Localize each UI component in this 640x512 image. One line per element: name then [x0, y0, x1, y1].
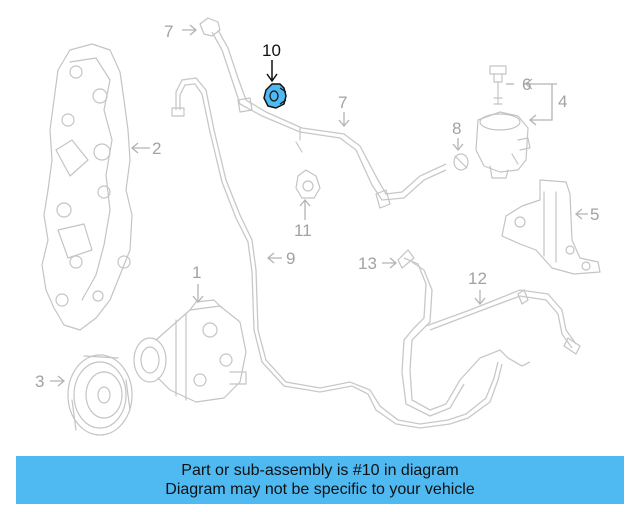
- callout-8-top: 7: [164, 22, 173, 41]
- info-banner: Part or sub-assembly is #10 in diagram D…: [16, 456, 624, 504]
- pulley-part-3: [67, 354, 133, 436]
- callout-12: 12: [468, 269, 487, 288]
- highlighted-part-10: [263, 60, 287, 109]
- callout-7: 7: [338, 93, 347, 112]
- pressure-hose-part-9: [175, 77, 499, 425]
- bracket-part-2: [41, 43, 133, 331]
- callout-1: 1: [192, 263, 201, 282]
- cooler-line-part-12: [409, 261, 531, 411]
- callout-11: 11: [294, 221, 312, 240]
- reservoir-part-4: [475, 111, 531, 179]
- banner-line-2: Diagram may not be specific to your vehi…: [165, 481, 475, 498]
- callout-2: 2: [152, 139, 161, 158]
- callout-6: 6: [522, 75, 531, 94]
- banner-line-1: Part or sub-assembly is #10 in diagram: [181, 462, 459, 479]
- pump-part-1: [133, 299, 247, 403]
- callout-4: 4: [558, 92, 567, 111]
- callout-5: 5: [590, 205, 599, 224]
- callout-3: 3: [35, 372, 44, 391]
- return-hose-part-7: [211, 31, 447, 201]
- cap-part-6: [489, 65, 507, 105]
- clamp-part-8-right: [453, 153, 469, 171]
- bracket-part-5: [501, 179, 601, 275]
- parts-diagram: 7 2 3 1 9 7 6 4 8 5 11 13 12 10: [35, 17, 601, 436]
- clamp-part-8-top: [199, 17, 221, 37]
- callout-13: 13: [358, 254, 377, 273]
- callout-10: 10: [262, 41, 281, 60]
- callout-9: 9: [286, 249, 295, 268]
- callout-8-right: 8: [452, 119, 461, 138]
- fitting-part-11: [295, 169, 321, 199]
- leader-lines: [50, 24, 588, 387]
